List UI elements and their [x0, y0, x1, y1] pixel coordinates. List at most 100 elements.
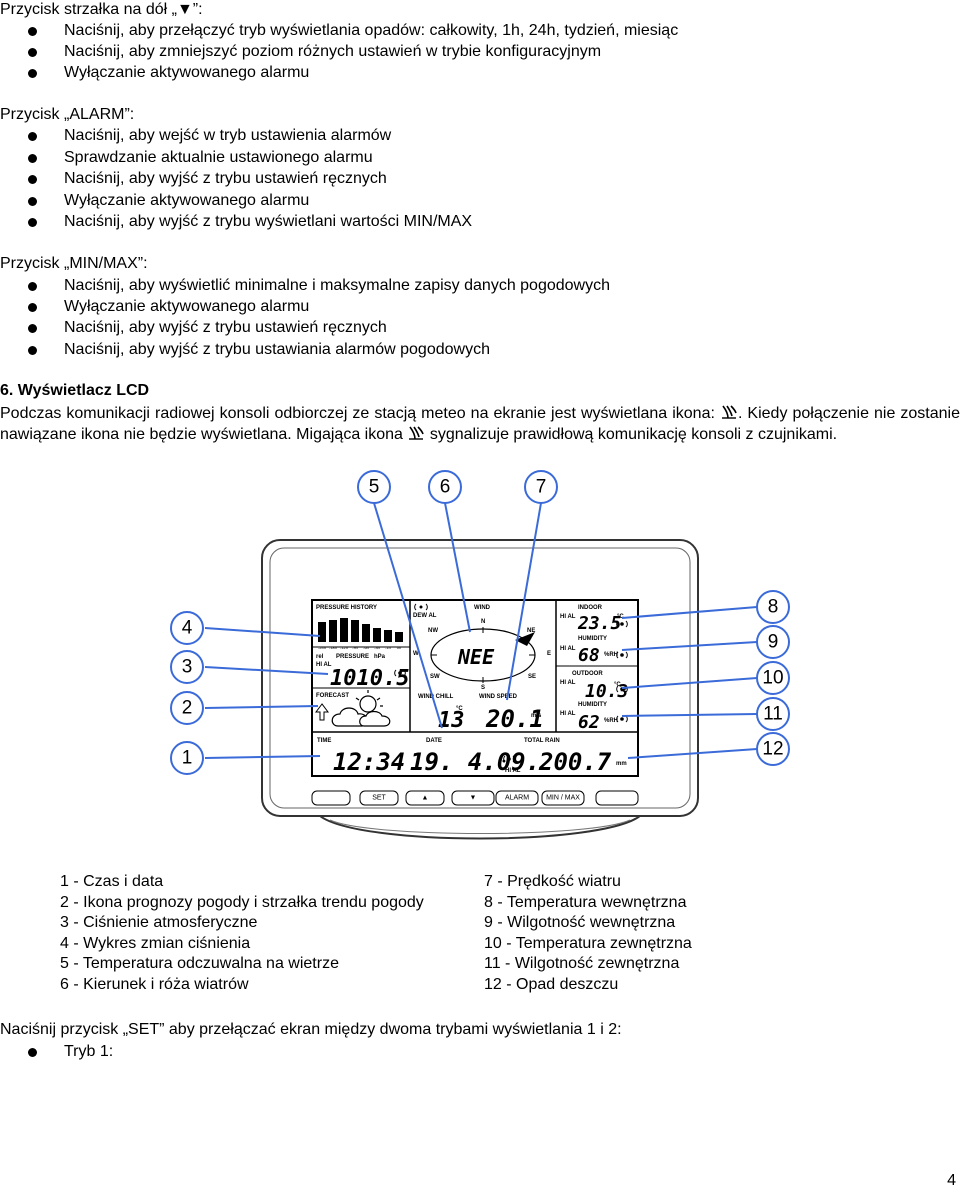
sun-cloud-icon	[331, 690, 391, 727]
list-item: Naciśnij, aby zmniejszyć poziom różnych …	[64, 43, 602, 60]
callout-line-9	[621, 641, 758, 651]
callout-line-8	[621, 606, 758, 619]
min-max-button	[541, 790, 585, 806]
lcd-paragraph: Podczas komunikacji radiowej konsoli odb…	[0, 403, 960, 445]
min-max-button-label: MIN / MAX	[546, 795, 580, 802]
compass-nw: NW	[428, 628, 438, 634]
callout-12	[756, 732, 790, 766]
bullet	[28, 69, 37, 78]
dew-al-label: DEW AL	[413, 613, 437, 619]
date-value: 19. 4.09.	[410, 748, 540, 776]
bullet	[28, 282, 37, 291]
outdoor-temp-unit: °C	[614, 682, 621, 688]
bullet	[28, 324, 37, 333]
history-tick: -12h	[340, 645, 348, 650]
callout-6	[428, 470, 462, 504]
total-rain-label: TOTAL RAIN	[524, 738, 560, 744]
callout-7-label: 7	[536, 477, 547, 498]
history-tick: -6h	[363, 645, 369, 650]
list-item: Naciśnij, aby wyjść z trybu ustawień ręc…	[64, 319, 387, 336]
bullet	[28, 48, 37, 57]
callout-1-label: 1	[182, 748, 193, 769]
callout-line-7	[506, 502, 542, 701]
list-item: Naciśnij, aby wyjść z trybu ustawień ręc…	[64, 170, 387, 187]
compass-marks	[431, 627, 535, 683]
legend-item: 9 - Wilgotność wewnętrzna	[484, 914, 676, 931]
list-item: Wyłączanie aktywowanego alarmu	[64, 298, 310, 315]
indoor-humidity-value: 68	[578, 645, 600, 666]
lcd-paragraph-part-1: Podczas komunikacji radiowej konsoli odb…	[0, 405, 715, 422]
list-item: Sprawdzanie aktualnie ustawionego alarmu	[64, 149, 373, 166]
up-button-label: ▲	[422, 795, 429, 802]
set-intro: Naciśnij przycisk „SET” aby przełączać e…	[0, 1021, 622, 1038]
wind-direction-pointer	[515, 632, 535, 646]
callout-line-1	[204, 755, 321, 759]
compass-n: N	[481, 619, 485, 625]
list-item: Naciśnij, aby wyjść z trybu wyświetlani …	[64, 213, 473, 230]
bullet	[28, 1048, 37, 1057]
bullet	[28, 175, 37, 184]
legend-item: 7 - Prędkość wiatru	[484, 873, 621, 890]
callout-12-label: 12	[762, 739, 783, 760]
signal-indicator-icon	[414, 603, 428, 611]
pressure-history-bars	[318, 618, 403, 642]
history-tick: 0h	[397, 645, 401, 650]
compass-e: E	[547, 651, 551, 657]
callout-9	[756, 625, 790, 659]
legend-left: 1 - Czas i data 2 - Ikona prognozy pogod…	[60, 872, 424, 995]
indoor-temp-unit: °C	[617, 614, 624, 620]
humidity-label: HUMIDITY	[578, 636, 607, 642]
wind-chill-unit: °C	[456, 706, 463, 712]
section-heading-alarm: Przycisk „ALARM”:	[0, 106, 135, 123]
wind-label: WIND	[474, 605, 491, 611]
callout-8-label: 8	[768, 597, 779, 618]
hi-al-label: HI AL	[505, 768, 521, 774]
list-item: Naciśnij, aby wyjść z trybu ustawiania a…	[64, 341, 490, 358]
button-blank	[595, 790, 639, 806]
bullet	[28, 132, 37, 141]
callout-8	[756, 590, 790, 624]
history-tick: -9h	[352, 645, 358, 650]
hi-al-label: HI AL	[560, 614, 576, 620]
callout-11-label: 11	[763, 704, 783, 725]
section-heading-down: Przycisk strzałka na dół „▼”:	[0, 1, 203, 18]
bullet	[28, 218, 37, 227]
callout-line-3	[204, 666, 329, 675]
list-item: Wyłączanie aktywowanego alarmu	[64, 192, 310, 209]
date-label: DATE	[426, 738, 442, 744]
callout-11	[756, 697, 790, 731]
trend-arrow-icon	[315, 703, 329, 721]
history-tick: -3h	[374, 645, 380, 650]
page-number: 4	[947, 1172, 956, 1189]
legend-item: 5 - Temperatura odczuwalna na wietrze	[60, 955, 339, 972]
forecast-label: FORECAST	[316, 693, 349, 699]
callout-3-label: 3	[182, 657, 193, 678]
callout-line-6	[444, 502, 471, 633]
console-stand	[319, 815, 641, 840]
outdoor-humidity-value: 62	[578, 712, 600, 733]
down-button-label: ▼	[470, 795, 477, 802]
history-tick: -24h	[318, 645, 326, 650]
button-blank	[311, 790, 351, 806]
wind-speed-value: 20.1	[485, 705, 544, 733]
bullet	[28, 303, 37, 312]
set-button-label: SET	[372, 795, 386, 802]
callout-10-label: 10	[762, 668, 783, 689]
alarm-button-label: ALARM	[505, 795, 529, 802]
indoor-temp-value: 23.5	[577, 613, 622, 634]
outdoor-label: OUTDOOR	[572, 671, 603, 677]
callout-lines	[204, 502, 758, 759]
rain-value: 200.7	[538, 748, 612, 776]
hi-al-label: HI AL	[560, 711, 576, 717]
compass-se: SE	[528, 674, 536, 680]
callout-10	[756, 661, 790, 695]
legend-item: 8 - Temperatura wewnętrzna	[484, 893, 687, 911]
signal-icon	[409, 426, 425, 440]
up-button	[405, 790, 445, 806]
history-bar	[373, 628, 381, 642]
callout-line-12	[627, 748, 758, 759]
time-label: TIME	[317, 738, 331, 744]
history-tick: -1h	[385, 645, 391, 650]
bullet	[28, 197, 37, 206]
wind-chill-value: 13	[438, 708, 465, 733]
